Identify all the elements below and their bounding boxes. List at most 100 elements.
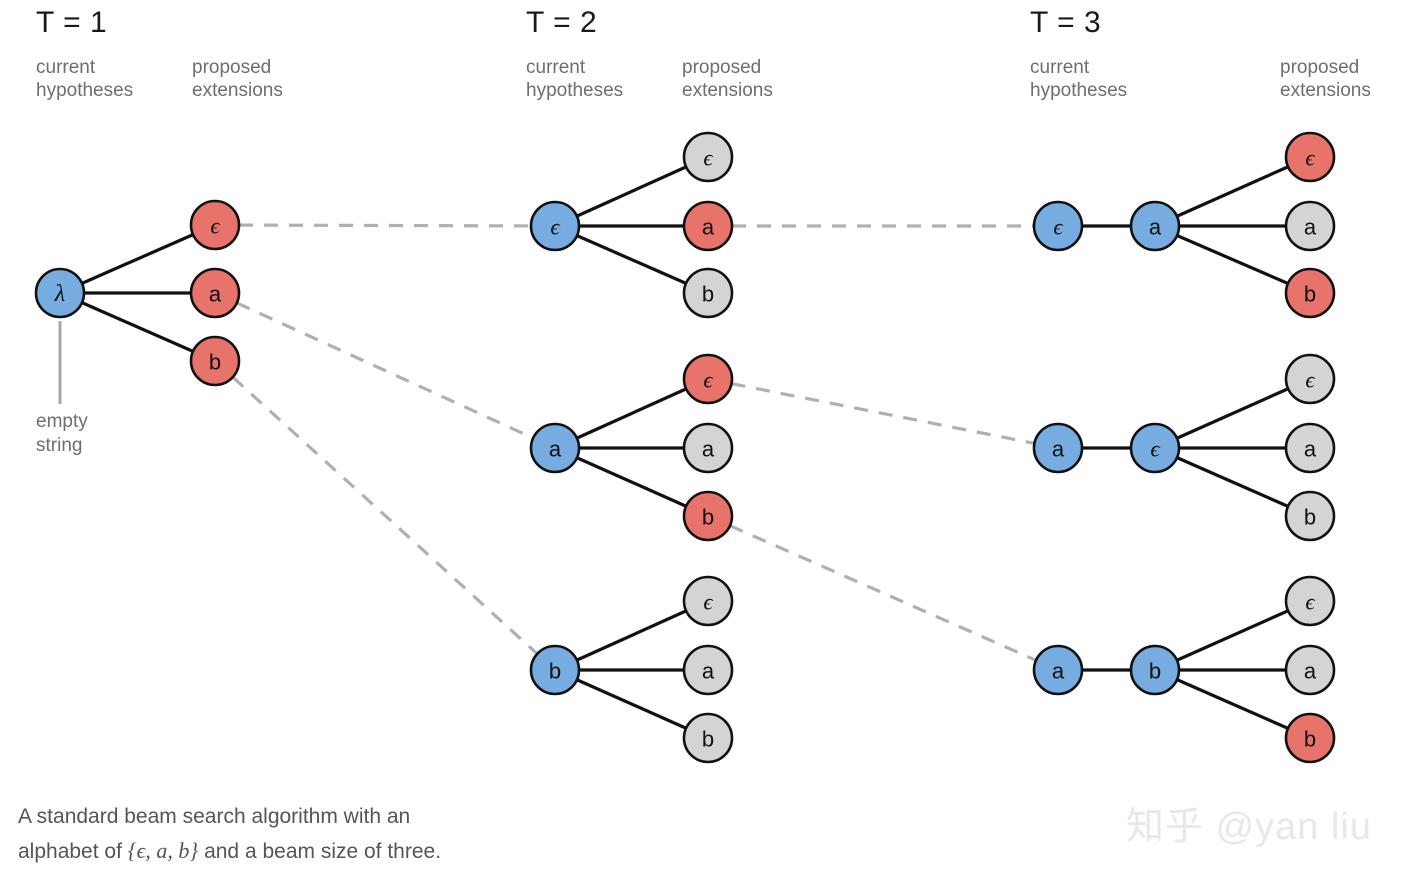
carry-link-layer (231, 223, 1037, 662)
node-label: ϵ (703, 368, 713, 393)
extension-edge-t1-g0-0 (81, 233, 194, 285)
node-label: b (209, 350, 221, 375)
column-title-t1: T = 1 (36, 6, 108, 39)
node-circle (1129, 200, 1181, 252)
extension-node-t1-g0-2[interactable]: b (189, 335, 241, 387)
node-label: a (702, 659, 715, 684)
extension-node-t1-g0-1[interactable]: a (189, 267, 241, 319)
hypothesis-node-t3-g2-1[interactable]: b (1129, 644, 1181, 696)
column-sublabel-current-t2: current hypotheses (526, 57, 624, 101)
extension-node-t2-g0-0[interactable]: ϵ (682, 131, 734, 183)
extension-node-t2-g1-1[interactable]: a (682, 422, 734, 474)
node-label: b (1304, 282, 1316, 307)
hypothesis-node-t3-g1-0[interactable]: a (1032, 422, 1084, 474)
extension-node-t3-g1-1[interactable]: a (1284, 422, 1336, 474)
extension-edge-t1-g0-2 (81, 301, 194, 353)
node-label: b (1304, 505, 1316, 530)
column-sublabel-current-t3: current hypotheses (1030, 57, 1128, 101)
node-circle (189, 335, 241, 387)
hypothesis-node-t2-g0-0[interactable]: ϵ (529, 200, 581, 252)
node-circle (682, 644, 734, 696)
carry-link-0 (238, 223, 532, 228)
caption-alphabet-set: {ϵ, a, b} (127, 838, 199, 863)
extension-node-t3-g0-2[interactable]: b (1284, 267, 1336, 319)
extension-edge-t2-g1-2 (576, 456, 687, 508)
extension-node-t2-g2-1[interactable]: a (682, 644, 734, 696)
node-label: λ (54, 281, 65, 307)
extension-node-t3-g2-0[interactable]: ϵ (1284, 575, 1336, 627)
node-label: a (209, 282, 222, 307)
hypothesis-node-t3-g2-0[interactable]: a (1032, 644, 1084, 696)
extension-edge-t3-g2-0 (1176, 609, 1289, 662)
extension-edge-t2-g0-0 (576, 165, 687, 218)
extension-edge-t2-g2-2 (576, 678, 687, 730)
node-label: ϵ (550, 215, 560, 240)
carry-link-4 (731, 382, 1035, 445)
column-title-t2: T = 2 (526, 6, 598, 39)
extension-node-t3-g2-1[interactable]: a (1284, 644, 1336, 696)
node-circle (529, 644, 581, 696)
node-label: a (1304, 659, 1317, 684)
node-circle (682, 422, 734, 474)
empty-string-annotation: empty string (36, 411, 88, 456)
extension-node-t2-g2-0[interactable]: ϵ (682, 575, 734, 627)
node-label: b (702, 282, 714, 307)
hypothesis-node-t1-g0-0[interactable]: λ (34, 267, 86, 319)
edge-layer (81, 165, 1289, 730)
extension-edge-t3-g0-0 (1176, 165, 1289, 218)
node-circle (1284, 422, 1336, 474)
node-label: ϵ (703, 146, 713, 171)
node-label: ϵ (1053, 215, 1063, 240)
caption-line-2-prefix: alphabet of (18, 840, 128, 863)
node-label: ϵ (703, 590, 713, 615)
node-circle (1129, 422, 1181, 474)
carry-link-2 (231, 375, 539, 656)
node-label: b (702, 505, 714, 530)
hypothesis-node-t3-g1-1[interactable]: ϵ (1129, 422, 1181, 474)
extension-edge-t2-g0-2 (576, 234, 687, 285)
hypothesis-node-t3-g0-0[interactable]: ϵ (1032, 200, 1084, 252)
extension-node-t2-g1-0[interactable]: ϵ (682, 353, 734, 405)
extension-node-t3-g1-2[interactable]: b (1284, 490, 1336, 542)
extension-node-t1-g0-0[interactable]: ϵ (189, 199, 241, 251)
carry-link-5 (729, 524, 1037, 662)
node-label: a (702, 215, 715, 240)
caption-line-2-suffix: and a beam size of three. (198, 840, 442, 863)
caption: A standard beam search algorithm with an… (18, 800, 658, 869)
node-circle (529, 422, 581, 474)
extension-edge-t3-g1-2 (1176, 456, 1289, 508)
extension-edge-t3-g0-2 (1176, 234, 1289, 285)
node-circle (1284, 200, 1336, 252)
extension-node-t3-g1-0[interactable]: ϵ (1284, 353, 1336, 405)
node-circle (1284, 353, 1336, 405)
extension-edge-t3-g2-2 (1176, 678, 1289, 730)
extension-node-t3-g0-1[interactable]: a (1284, 200, 1336, 252)
caption-line-1: A standard beam search algorithm with an (18, 805, 411, 828)
extension-node-t3-g0-0[interactable]: ϵ (1284, 131, 1336, 183)
node-circle (189, 267, 241, 319)
node-circle (682, 200, 734, 252)
node-label: a (1304, 215, 1317, 240)
node-circle (682, 267, 734, 319)
hypothesis-node-t2-g2-0[interactable]: b (529, 644, 581, 696)
carry-link-1 (236, 301, 534, 440)
hypothesis-node-t3-g0-1[interactable]: a (1129, 200, 1181, 252)
extension-node-t2-g0-2[interactable]: b (682, 267, 734, 319)
extension-node-t2-g0-1[interactable]: a (682, 200, 734, 252)
node-circle (682, 712, 734, 764)
column-sublabel-extensions-t3: proposed extensions (1280, 57, 1371, 101)
extension-edge-t3-g1-0 (1176, 387, 1289, 440)
node-label: a (1304, 437, 1317, 462)
node-circle (1032, 422, 1084, 474)
extension-node-t3-g2-2[interactable]: b (1284, 712, 1336, 764)
hypothesis-node-t2-g1-0[interactable]: a (529, 422, 581, 474)
node-circle (1284, 267, 1336, 319)
extension-node-t2-g1-2[interactable]: b (682, 490, 734, 542)
extension-node-t2-g2-2[interactable]: b (682, 712, 734, 764)
node-circle (1284, 712, 1336, 764)
node-circle (1284, 644, 1336, 696)
node-circle (1284, 490, 1336, 542)
node-label: ϵ (1305, 590, 1315, 615)
